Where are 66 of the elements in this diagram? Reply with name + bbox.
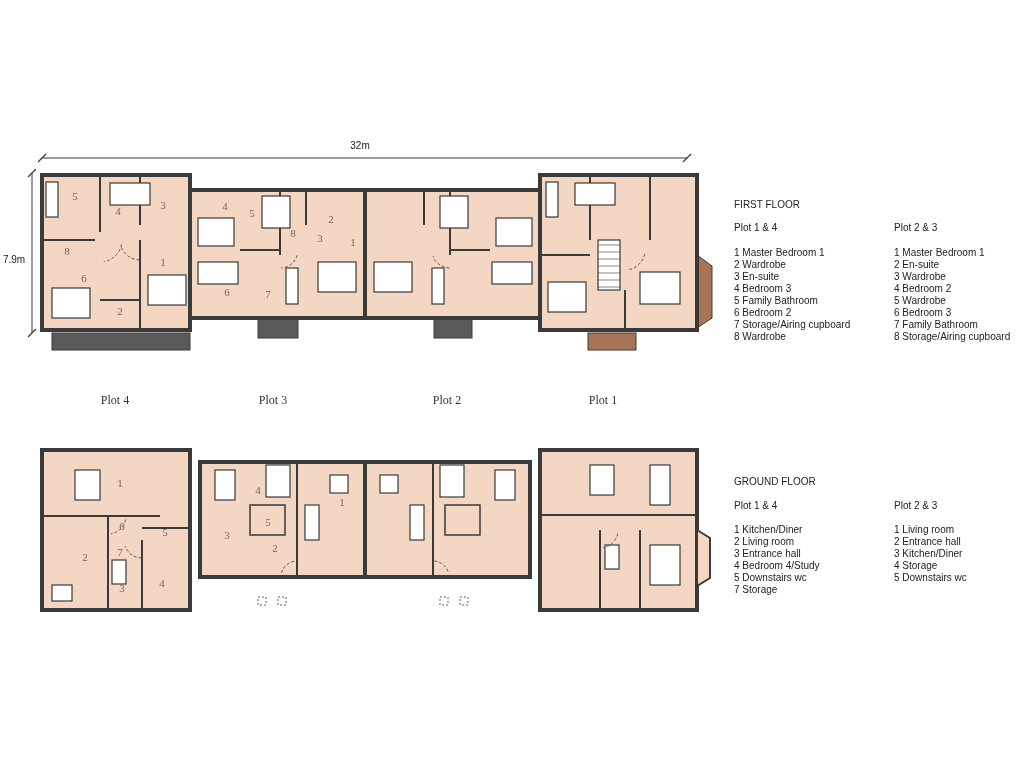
legend-subheading: Plot 2 & 3 — [894, 223, 938, 233]
room-number: 5 — [72, 190, 78, 202]
legend-subheading: Plot 1 & 4 — [734, 501, 778, 511]
room-number: 4 — [255, 484, 261, 496]
legend-heading: FIRST FLOOR — [734, 200, 800, 210]
room-number: 6 — [224, 286, 230, 298]
plot-label: Plot 4 — [100, 394, 130, 406]
legend-item: 4 Bedroom 2 — [894, 284, 952, 294]
room-number: 8 — [290, 227, 296, 239]
legend-item: 1 Master Bedroom 1 — [734, 248, 825, 258]
legend-item: 5 Wardrobe — [894, 296, 946, 306]
room-number: 5 — [249, 207, 255, 219]
legend-item: 3 En-suite — [734, 272, 780, 282]
legend-item: 8 Wardrobe — [734, 332, 786, 342]
legend-item: 2 Entrance hall — [894, 537, 961, 547]
legend-item: 7 Storage — [734, 585, 778, 595]
room-number: 1 — [117, 477, 123, 489]
room-number: 5 — [265, 516, 271, 528]
room-number: 4 — [115, 205, 121, 217]
plot-label: Plot 3 — [258, 394, 288, 406]
legend-item: 4 Bedroom 4/Study — [734, 561, 820, 571]
legend-item: 2 En-suite — [894, 260, 940, 270]
legend-item: 4 Bedroom 3 — [734, 284, 792, 294]
legend-item: 7 Storage/Airing cupboard — [734, 320, 851, 330]
room-number: 2 — [82, 551, 88, 563]
legend-item: 5 Downstairs wc — [894, 573, 967, 583]
room-number: 1 — [160, 256, 166, 268]
room-number: 7 — [117, 546, 123, 558]
legend-subheading: Plot 2 & 3 — [894, 501, 938, 511]
room-number: 2 — [117, 305, 123, 317]
legend-item: 7 Family Bathroom — [894, 320, 978, 330]
legend-item: 3 Entrance hall — [734, 549, 801, 559]
room-number: 2 — [272, 542, 278, 554]
plot-label: Plot 1 — [588, 394, 618, 406]
room-number: 6 — [119, 520, 125, 532]
legend-item: 6 Bedroom 2 — [734, 308, 792, 318]
room-number: 4 — [159, 577, 165, 589]
legend-item: 3 Wardrobe — [894, 272, 946, 282]
legend-item: 4 Storage — [894, 561, 938, 571]
legend-item: 5 Downstairs wc — [734, 573, 807, 583]
legend-item: 6 Bedroom 3 — [894, 308, 952, 318]
room-number: 5 — [162, 526, 168, 538]
plot-label: Plot 2 — [432, 394, 462, 406]
room-number: 7 — [265, 288, 271, 300]
room-number: 3 — [224, 529, 230, 541]
legend-item: 1 Living room — [894, 525, 955, 535]
room-number: 6 — [81, 272, 87, 284]
legend-item: 8 Storage/Airing cupboard — [894, 332, 1011, 342]
dimension-label: 7.9m — [2, 255, 26, 265]
legend-item: 1 Master Bedroom 1 — [894, 248, 985, 258]
dimension-label: 32m — [350, 141, 370, 151]
legend-heading: GROUND FLOOR — [734, 477, 816, 487]
legend-subheading: Plot 1 & 4 — [734, 223, 778, 233]
room-number: 3 — [119, 582, 125, 594]
legend-item: 2 Living room — [734, 537, 795, 547]
room-number: 8 — [64, 245, 70, 257]
room-number: 2 — [328, 213, 334, 225]
room-number: 1 — [350, 236, 356, 248]
room-number: 1 — [339, 496, 345, 508]
room-number: 4 — [222, 200, 228, 212]
legend-item: 5 Family Bathroom — [734, 296, 818, 306]
room-number: 3 — [160, 199, 166, 211]
room-number: 3 — [317, 232, 323, 244]
legend-item: 2 Wardrobe — [734, 260, 786, 270]
legend-item: 1 Kitchen/Diner — [734, 525, 803, 535]
legend-item: 3 Kitchen/Diner — [894, 549, 963, 559]
